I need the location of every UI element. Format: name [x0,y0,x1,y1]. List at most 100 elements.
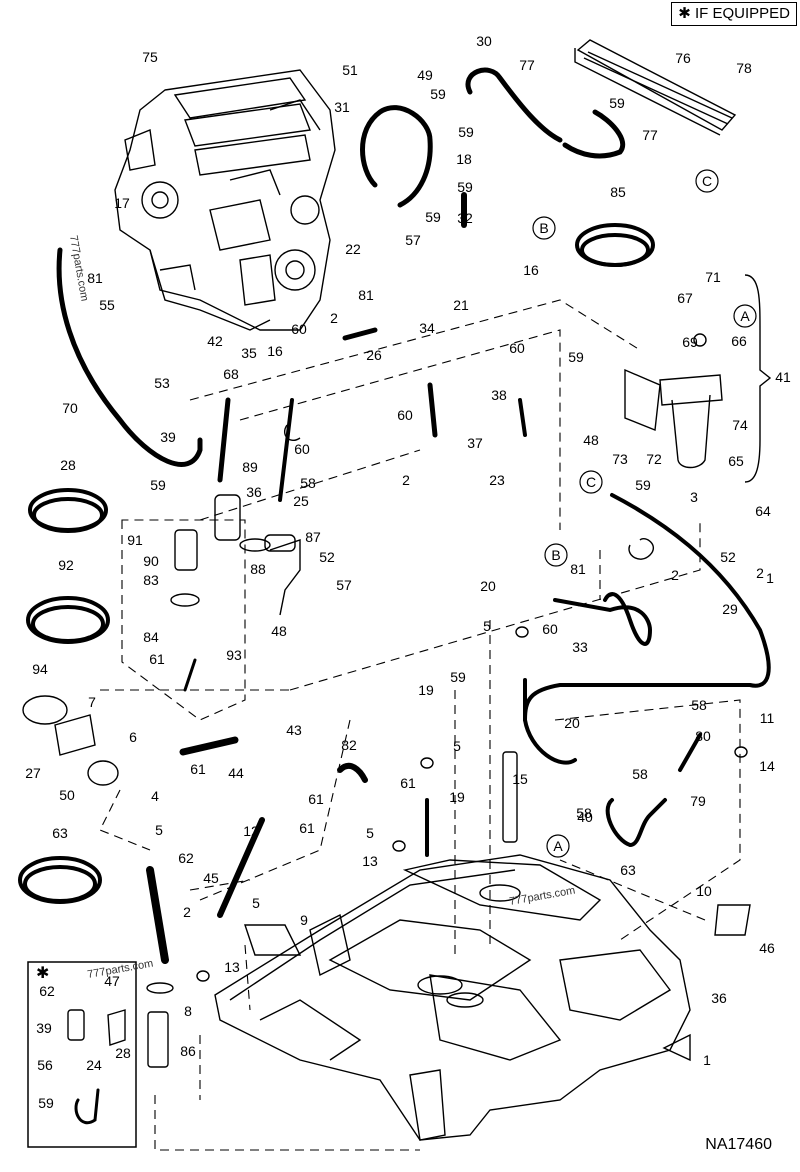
svg-text:A: A [740,308,750,324]
callout-61: 61 [190,761,206,777]
callout-71: 71 [705,269,721,285]
dashed-group-lines [99,299,741,1151]
callout-20: 20 [564,715,580,731]
callout-60: 60 [509,340,525,356]
hoses [56,67,771,1124]
callout-51: 51 [342,62,358,78]
callout-3: 3 [690,489,698,505]
callout-59: 59 [457,179,473,195]
callout-64: 64 [755,503,771,519]
callout-39: 39 [160,429,176,445]
fuel-cooler [574,39,737,136]
callout-59: 59 [609,95,625,111]
callout-90: 90 [143,553,159,569]
connector-a-low: A [546,834,570,858]
callout-59: 59 [458,124,474,140]
if-equipped-legend: ✱ IF EQUIPPED [671,2,797,26]
callout-62: 62 [39,983,55,999]
callout-30: 30 [476,33,492,49]
engine-assembly [114,69,336,331]
callout-69: 69 [682,334,698,350]
callout-59: 59 [450,669,466,685]
callout-81: 81 [570,561,586,577]
connector-c-top: C [695,169,719,193]
watermark-1: 777parts.com [67,234,90,302]
svg-text:B: B [539,220,548,236]
callout-18: 18 [456,151,472,167]
fuel-filter [624,333,723,469]
callout-7: 7 [88,694,96,710]
callout-33: 33 [572,639,588,655]
callout-50: 50 [59,787,75,803]
drawing-number: NA17460 [705,1136,772,1153]
callout-32: 32 [457,210,473,226]
callout-16: 16 [267,343,283,359]
callout-58: 58 [576,805,592,821]
connector-a-right: A [733,304,757,328]
callout-62: 62 [178,850,194,866]
svg-text:B: B [551,547,560,563]
coiled-hoses [18,223,655,904]
callout-25: 25 [293,493,309,509]
callout-28: 28 [115,1045,131,1061]
callout-57: 57 [405,232,421,248]
callout-49: 49 [417,67,433,83]
callout-22: 22 [345,241,361,257]
callout-60: 60 [397,407,413,423]
callout-93: 93 [226,647,242,663]
callout-16: 16 [523,262,539,278]
callout-75: 75 [142,49,158,65]
callout-15: 15 [512,771,528,787]
callout-85: 85 [610,184,626,200]
callout-26: 26 [366,347,382,363]
callout-48: 48 [583,432,599,448]
callout-2: 2 [756,565,764,581]
callout-10: 10 [696,883,712,899]
callout-1: 1 [703,1052,711,1068]
callout-77: 77 [642,127,658,143]
callout-92: 92 [58,557,74,573]
callout-13: 13 [362,853,378,869]
callout-37: 37 [467,435,483,451]
callout-81: 81 [87,270,103,286]
callout-43: 43 [286,722,302,738]
callout-27: 27 [25,765,41,781]
callout-52: 52 [720,549,736,565]
callout-31: 31 [334,99,350,115]
callout-5: 5 [252,895,260,911]
callout-21: 21 [453,297,469,313]
callout-77: 77 [519,57,535,73]
callout-39: 39 [36,1020,52,1036]
connector-b-top: B [532,216,556,240]
connector-c-mid: C [579,470,603,494]
callout-63: 63 [620,862,636,878]
callout-52: 52 [319,549,335,565]
callout-94: 94 [32,661,48,677]
callout-14: 14 [759,758,775,774]
callout-82: 82 [341,737,357,753]
watermark-3: 777parts.com [86,958,154,981]
callout-28: 28 [60,457,76,473]
callout-36: 36 [711,990,727,1006]
callout-11: 11 [760,710,775,726]
callout-60: 60 [291,321,307,337]
callout-5: 5 [155,822,163,838]
equipped-inset-box: ✱ [27,961,137,1148]
callout-87: 87 [305,529,321,545]
callout-40: 40 [577,809,593,825]
callout-59: 59 [38,1095,54,1111]
small-parts [22,424,751,1068]
callout-34: 34 [419,320,435,336]
callout-2: 2 [183,904,191,920]
callout-19: 19 [449,789,465,805]
callout-5: 5 [453,738,461,754]
callout-80: 80 [695,728,711,744]
callout-88: 88 [250,561,266,577]
callout-44: 44 [228,765,244,781]
fuel-tank [214,854,691,1141]
callout-59: 59 [568,349,584,365]
callout-5: 5 [366,825,374,841]
callout-60: 60 [294,441,310,457]
callout-68: 68 [223,366,239,382]
